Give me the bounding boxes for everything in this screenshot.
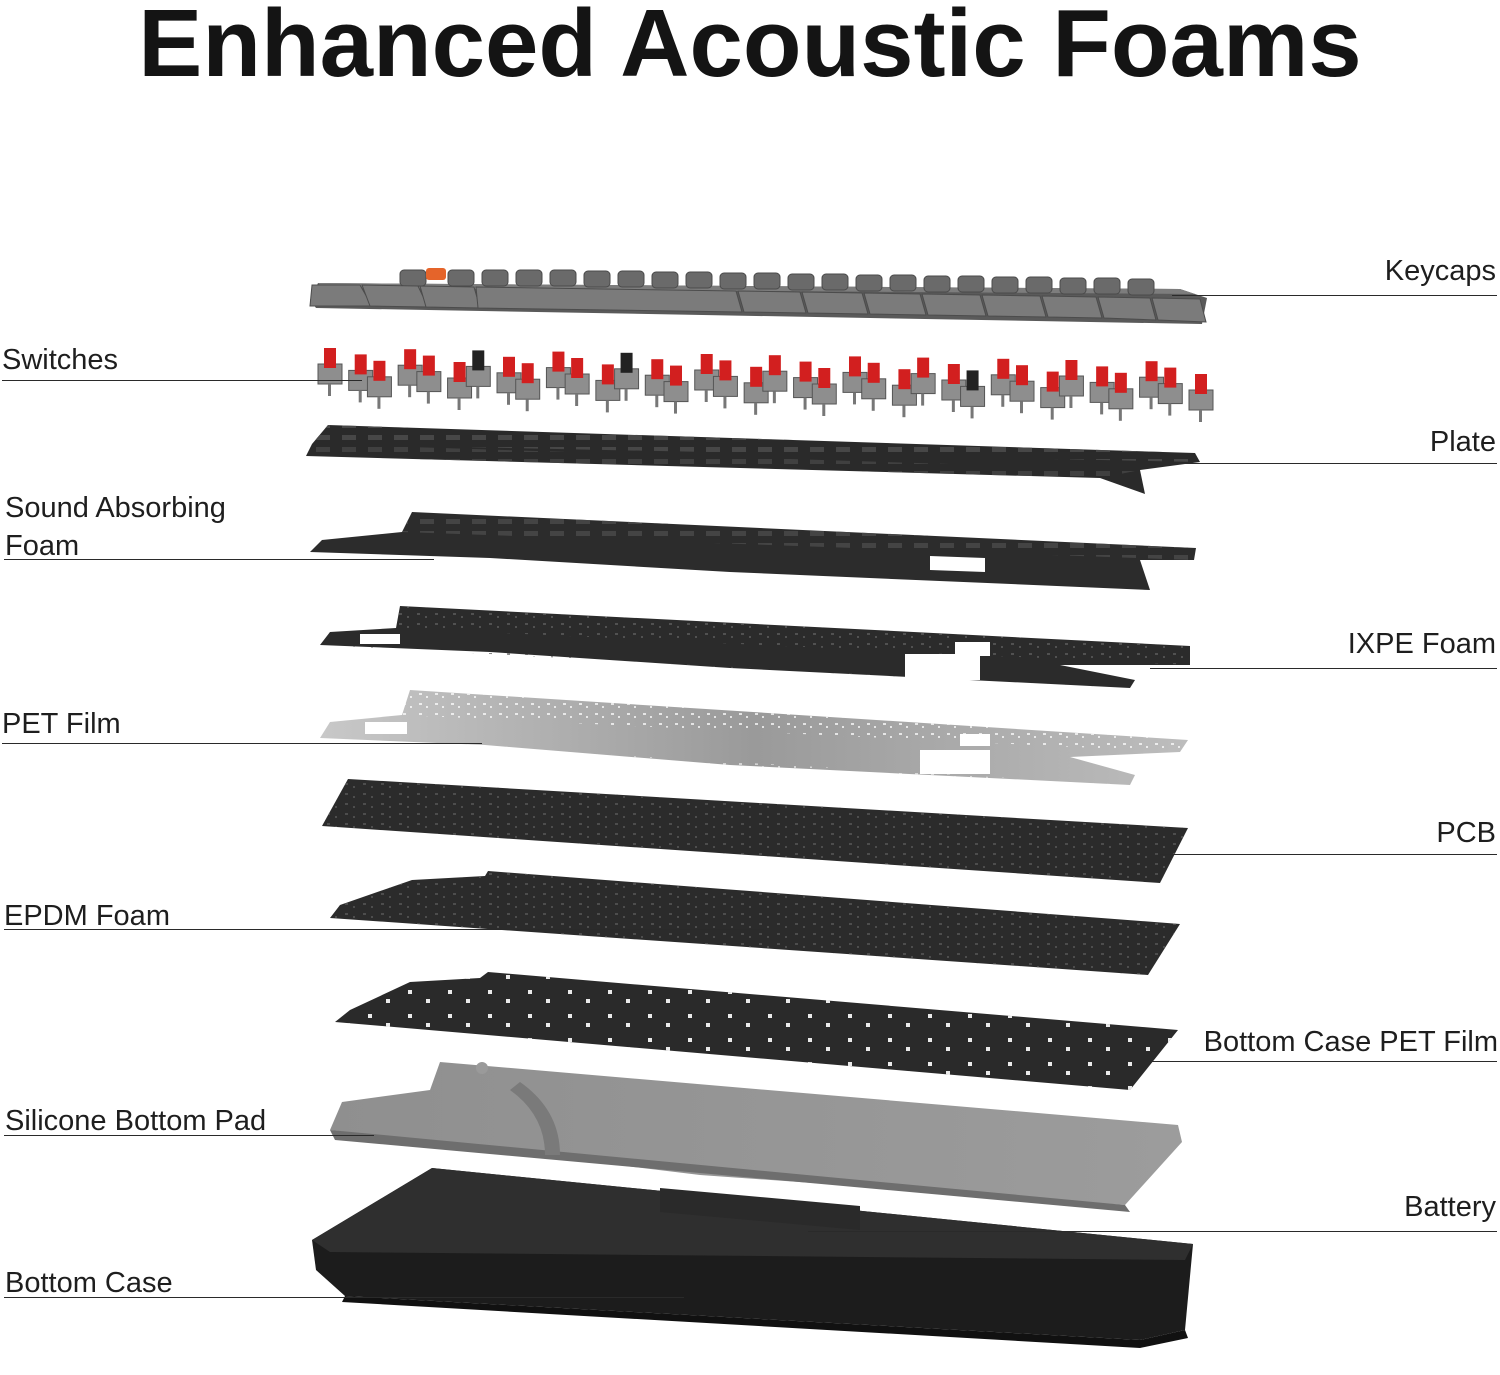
sound-absorbing-foam-layer	[310, 512, 1196, 590]
sound-absorbing-foam-leader-line	[4, 559, 434, 560]
bottom-case-leader-line	[4, 1297, 684, 1298]
ixpe-foam-leader-line	[1150, 668, 1497, 669]
pet-film-layer	[320, 690, 1188, 785]
sound-absorbing-foam-label-line2: Foam	[5, 530, 80, 562]
sound-absorbing-foam-label-line1: Sound Absorbing	[5, 492, 226, 524]
page-title: Enhanced Acoustic Foams	[138, 0, 1362, 97]
switch	[447, 362, 473, 410]
pet-film-leader-line	[2, 743, 482, 744]
silicone-bottom-pad-layer	[330, 1062, 1182, 1212]
switch	[941, 364, 967, 412]
switch	[515, 363, 541, 412]
silicone-bottom-pad-label: Silicone Bottom Pad	[5, 1105, 267, 1137]
battery-leader-line	[808, 1231, 1497, 1232]
switch	[614, 352, 640, 401]
switch	[545, 351, 571, 400]
switches-leader-line	[2, 380, 362, 381]
switch	[1040, 371, 1066, 420]
switch	[366, 360, 392, 409]
switch	[1188, 374, 1214, 422]
bottom-case-label: Bottom Case	[5, 1267, 173, 1299]
plate-label: Plate	[1429, 426, 1496, 458]
epdm-foam-label: EPDM Foam	[4, 900, 170, 932]
silicone-bottom-pad-leader-line	[4, 1135, 374, 1136]
battery-label: Battery	[1404, 1191, 1496, 1223]
keycaps-leader-line	[1172, 295, 1497, 296]
switch	[793, 361, 819, 410]
switch	[1009, 365, 1035, 414]
switch	[1108, 372, 1134, 421]
switch	[990, 358, 1016, 407]
ixpe-foam-layer	[320, 606, 1190, 688]
switch	[743, 366, 769, 415]
switch	[811, 368, 837, 416]
switch	[1139, 361, 1165, 410]
switch	[910, 357, 936, 406]
pet-film-label: PET Film	[2, 708, 121, 740]
switch	[465, 350, 491, 399]
switch	[496, 356, 522, 405]
switch	[397, 349, 423, 398]
keycaps-label: Keycaps	[1384, 255, 1496, 287]
switch	[694, 354, 720, 402]
switch	[842, 356, 868, 405]
switch	[564, 358, 590, 406]
switch	[644, 359, 670, 408]
switch	[416, 355, 442, 404]
bottom-case-pet-film-label: Bottom Case PET Film	[1203, 1026, 1498, 1058]
epdm-foam-layer	[330, 871, 1180, 975]
switch	[960, 370, 986, 419]
bottom-case-pet-film-leader-line	[1130, 1061, 1497, 1062]
switch	[712, 360, 738, 409]
switch	[861, 362, 887, 411]
switch	[1058, 360, 1084, 408]
switch	[762, 355, 788, 404]
switch	[663, 365, 689, 414]
epdm-foam-leader-line	[4, 929, 764, 930]
pcb-layer	[322, 779, 1188, 883]
switches-layer	[317, 348, 1214, 422]
plate-layer	[306, 425, 1200, 494]
keycaps-layer	[309, 268, 1207, 324]
switches-label: Switches	[2, 344, 119, 376]
ixpe-foam-label: IXPE Foam	[1347, 628, 1496, 660]
pcb-label: PCB	[1436, 817, 1496, 849]
switch	[891, 369, 917, 418]
switch	[595, 364, 621, 413]
plate-leader-line	[1130, 463, 1497, 464]
bottom-case-pet-film-layer	[335, 972, 1178, 1090]
pcb-leader-line	[1160, 854, 1497, 855]
switch	[317, 348, 343, 396]
switch	[1157, 367, 1183, 416]
